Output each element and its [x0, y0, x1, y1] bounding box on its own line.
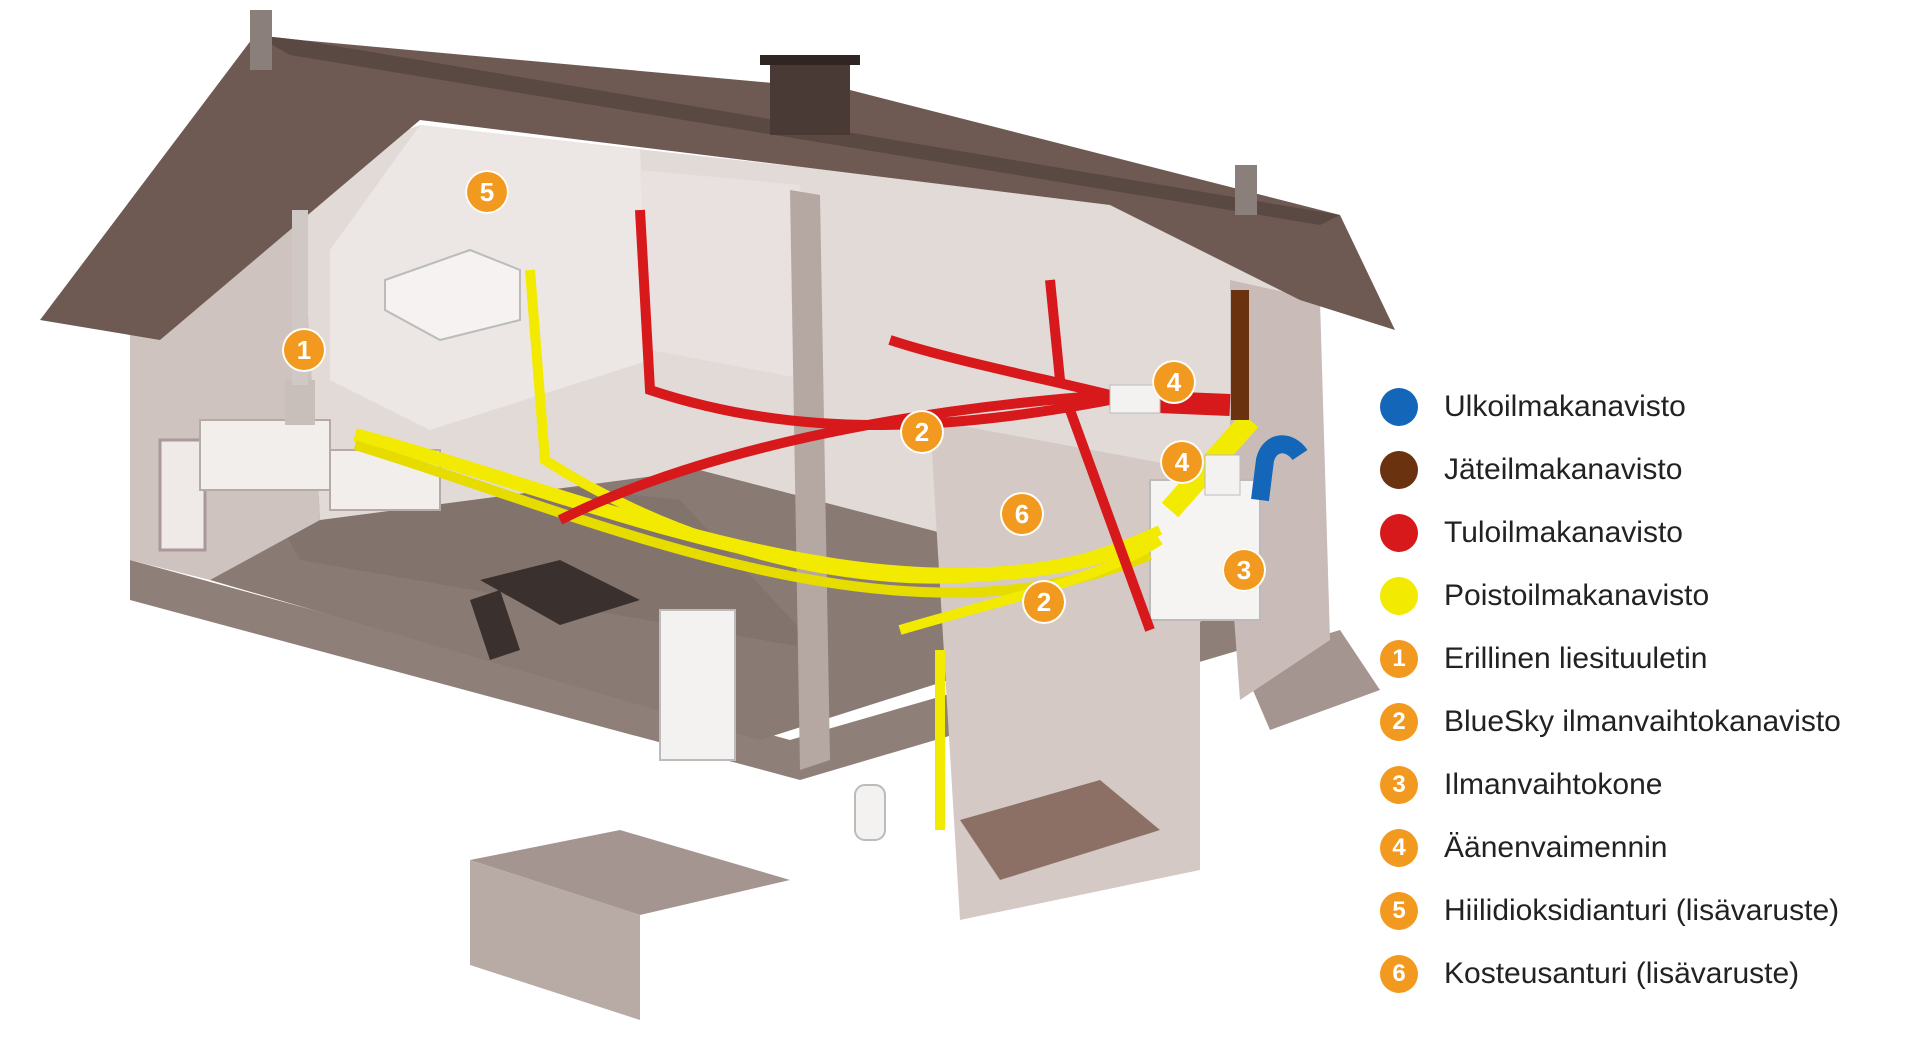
legend-number-badge: 5	[1380, 891, 1418, 930]
legend-label: Poistoilmakanavisto	[1444, 578, 1710, 612]
legend-item-poistoilma: Poistoilmakanavisto	[1380, 564, 1900, 627]
legend-item-3: 3 Ilmanvaihtokone	[1380, 753, 1900, 816]
legend-item-jateilma: Jäteilmakanavisto	[1380, 438, 1900, 501]
legend-swatch-yellow	[1380, 576, 1418, 615]
legend-number-badge: 6	[1380, 954, 1418, 993]
legend-label: Ulkoilmakanavisto	[1444, 389, 1686, 423]
sauna-bench	[960, 780, 1160, 880]
legend-number-badge: 4	[1380, 828, 1418, 867]
supply-duct-4	[1065, 408, 1155, 632]
legend-number-badge: 2	[1380, 702, 1418, 741]
legend-swatch-brown	[1380, 450, 1418, 489]
extract-duct-3	[525, 269, 1163, 584]
chimney-cap	[760, 55, 860, 65]
supply-duct-2	[1045, 279, 1065, 381]
legend-label: Jäteilmakanavisto	[1444, 452, 1683, 486]
left-window	[158, 438, 207, 552]
legend-label: Kosteusanturi (lisävaruste)	[1444, 956, 1800, 990]
marker-bluesky-kanavisto-2: 2	[1022, 580, 1066, 624]
supply-duct-5	[888, 335, 1112, 400]
silencer-4a	[1109, 384, 1161, 414]
legend-label: Ilmanvaihtokone	[1444, 767, 1663, 801]
marker-ilmanvaihtokone: 3	[1222, 548, 1266, 592]
outdoor-air-duct	[1251, 435, 1308, 502]
supply-duct-3	[557, 390, 1111, 525]
front-steps-base	[470, 860, 640, 1020]
front-steps	[470, 830, 790, 915]
bathroom-wall	[640, 170, 810, 380]
marker-hiilidioksidianturi: 5	[465, 170, 509, 214]
vent-pipe-left	[250, 10, 272, 70]
toilet	[854, 784, 886, 841]
legend-swatch-blue	[1380, 387, 1418, 426]
legend-label: Äänenvaimennin	[1444, 830, 1668, 864]
legend-swatch-red	[1380, 513, 1418, 552]
dining-chairs	[470, 590, 520, 660]
legend-item-tuloilma: Tuloilmakanavisto	[1380, 501, 1900, 564]
marker-bluesky-kanavisto-1: 2	[900, 410, 944, 454]
legend-item-4: 4 Äänenvaimennin	[1380, 816, 1900, 879]
roof-left	[40, 35, 1395, 340]
dining-table	[480, 560, 640, 625]
chimney	[770, 60, 850, 135]
fridge	[659, 609, 736, 761]
marker-erillinen-liesituuletin: 1	[282, 328, 326, 372]
range-hood	[285, 380, 315, 425]
legend-item-6: 6 Kosteusanturi (lisävaruste)	[1380, 942, 1900, 1005]
silencer-4b	[1204, 454, 1241, 496]
legend-number-badge: 3	[1380, 765, 1418, 804]
legend-item-ulkoilma: Ulkoilmakanavisto	[1380, 375, 1900, 438]
legend-number-badge: 1	[1380, 639, 1418, 678]
legend-item-5: 5 Hiilidioksidianturi (lisävaruste)	[1380, 879, 1900, 942]
legend-label: BlueSky ilmanvaihtokanavisto	[1444, 704, 1841, 738]
legend-label: Tuloilmakanavisto	[1444, 515, 1683, 549]
legend: Ulkoilmakanavisto Jäteilmakanavisto Tulo…	[1380, 375, 1900, 1005]
legend-label: Hiilidioksidianturi (lisävaruste)	[1444, 893, 1840, 927]
legend-item-1: 1 Erillinen liesituuletin	[1380, 627, 1900, 690]
marker-aanenvaimennin-1: 4	[1152, 360, 1196, 404]
partition-wall-center	[790, 190, 830, 770]
kitchen-cabinets	[199, 419, 331, 491]
legend-label: Erillinen liesituuletin	[1444, 641, 1708, 675]
marker-kosteusanturi: 6	[1000, 492, 1044, 536]
bed	[384, 248, 521, 342]
legend-item-2: 2 BlueSky ilmanvaihtokanavisto	[1380, 690, 1900, 753]
vent-pipe-right	[1235, 165, 1257, 215]
marker-aanenvaimennin-2: 4	[1160, 440, 1204, 484]
